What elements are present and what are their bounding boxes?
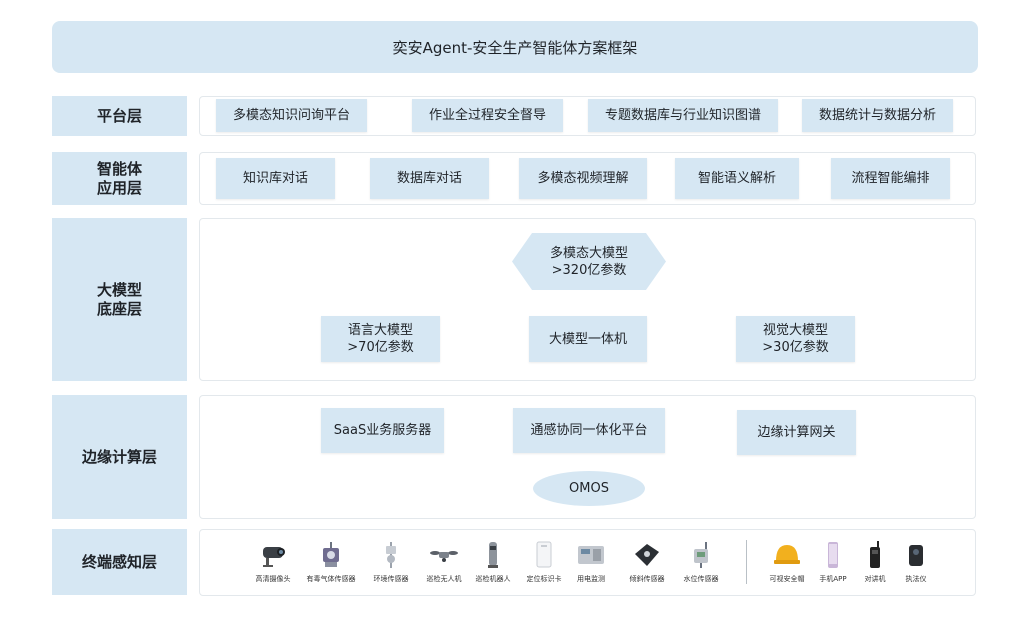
- device-label: 可视安全帽: [769, 575, 805, 583]
- device-walkie-talkie: 对讲机: [845, 540, 905, 584]
- platform-item: 多模态知识问询平台: [216, 99, 367, 132]
- id-card-icon: [536, 541, 552, 568]
- omos-node: OMOS: [533, 471, 645, 506]
- model-base-layer-label: 大模型 底座层: [52, 218, 187, 381]
- device-gas-sensor: 有毒气体传感器: [301, 540, 361, 584]
- node-line: >30亿参数: [762, 340, 829, 355]
- agent-app-layer-label: 智能体 应用层: [52, 152, 187, 205]
- device-label: 手机APP: [819, 575, 847, 583]
- tilt-sensor-icon: [635, 544, 659, 566]
- power-meter-icon: [578, 546, 604, 564]
- edge-item: 边缘计算网关: [737, 410, 856, 455]
- node-line: 语言大模型: [347, 323, 413, 338]
- terminal-divider: [746, 540, 747, 584]
- camera-icon: [263, 547, 285, 567]
- device-robot: 巡检机器人: [463, 540, 523, 584]
- device-label: 巡检无人机: [426, 575, 462, 583]
- platform-item: 作业全过程安全督导: [412, 99, 563, 132]
- device-tilt-sensor: 倾斜传感器: [617, 540, 677, 584]
- body-cam-icon: [909, 545, 923, 566]
- device-label: 定位标识卡: [526, 575, 562, 583]
- node-line: 视觉大模型: [762, 323, 828, 338]
- vision-model-node: 视觉大模型 >30亿参数: [736, 316, 855, 362]
- device-body-cam: 执法仪: [886, 540, 946, 584]
- env-sensor-icon: [386, 542, 396, 568]
- platform-item: 专题数据库与行业知识图谱: [588, 99, 778, 132]
- device-label: 巡检机器人: [475, 575, 511, 583]
- agent-app-item: 智能语义解析: [675, 158, 799, 199]
- device-water-sensor: 水位传感器: [671, 540, 731, 584]
- label-line: 智能体: [96, 159, 142, 178]
- edge-item: 通感协同一体化平台: [513, 408, 665, 453]
- drone-icon: [430, 551, 458, 562]
- edge-layer-label: 边缘计算层: [52, 395, 187, 519]
- device-label: 倾斜传感器: [629, 575, 665, 583]
- agent-app-item: 数据库对话: [370, 158, 489, 199]
- model-appliance-node: 大模型一体机: [529, 316, 647, 362]
- terminal-layer-label: 终端感知层: [52, 529, 187, 595]
- device-label: 水位传感器: [683, 575, 719, 583]
- phone-icon: [828, 542, 838, 568]
- page-title: 奕安Agent-安全生产智能体方案框架: [52, 21, 978, 73]
- agent-app-item: 知识库对话: [216, 158, 335, 199]
- device-power-meter: 用电监测: [561, 540, 621, 584]
- node-line: >320亿参数: [551, 262, 627, 278]
- helmet-icon: [774, 545, 800, 564]
- device-drone: 巡检无人机: [414, 540, 474, 584]
- device-camera: 高清摄像头: [243, 540, 303, 584]
- node-line: >70亿参数: [347, 340, 414, 355]
- node-line: 多模态大模型: [549, 245, 628, 261]
- device-label: 执法仪: [905, 575, 927, 583]
- agent-app-item: 多模态视频理解: [519, 158, 647, 199]
- device-label: 高清摄像头: [255, 575, 291, 583]
- label-line: 应用层: [96, 178, 142, 197]
- device-label: 环境传感器: [373, 575, 409, 583]
- device-phone: 手机APP: [803, 540, 863, 584]
- device-helmet: 可视安全帽: [757, 540, 817, 584]
- device-label: 有毒气体传感器: [306, 575, 356, 583]
- water-sensor-icon: [694, 542, 708, 568]
- walkie-talkie-icon: [870, 541, 880, 568]
- device-env-sensor: 环境传感器: [361, 540, 421, 584]
- label-line: 大模型: [96, 280, 142, 299]
- language-model-node: 语言大模型 >70亿参数: [321, 316, 440, 362]
- robot-icon: [488, 542, 498, 568]
- platform-item: 数据统计与数据分析: [802, 99, 953, 132]
- device-label: 对讲机: [864, 575, 886, 583]
- platform-layer-label: 平台层: [52, 96, 187, 136]
- device-label: 用电监测: [577, 575, 605, 583]
- agent-app-item: 流程智能编排: [831, 158, 950, 199]
- device-id-card: 定位标识卡: [514, 540, 574, 584]
- edge-item: SaaS业务服务器: [321, 408, 444, 453]
- label-line: 底座层: [96, 299, 142, 318]
- gas-sensor-icon: [323, 542, 339, 567]
- multimodal-model-node: 多模态大模型 >320亿参数: [512, 233, 666, 290]
